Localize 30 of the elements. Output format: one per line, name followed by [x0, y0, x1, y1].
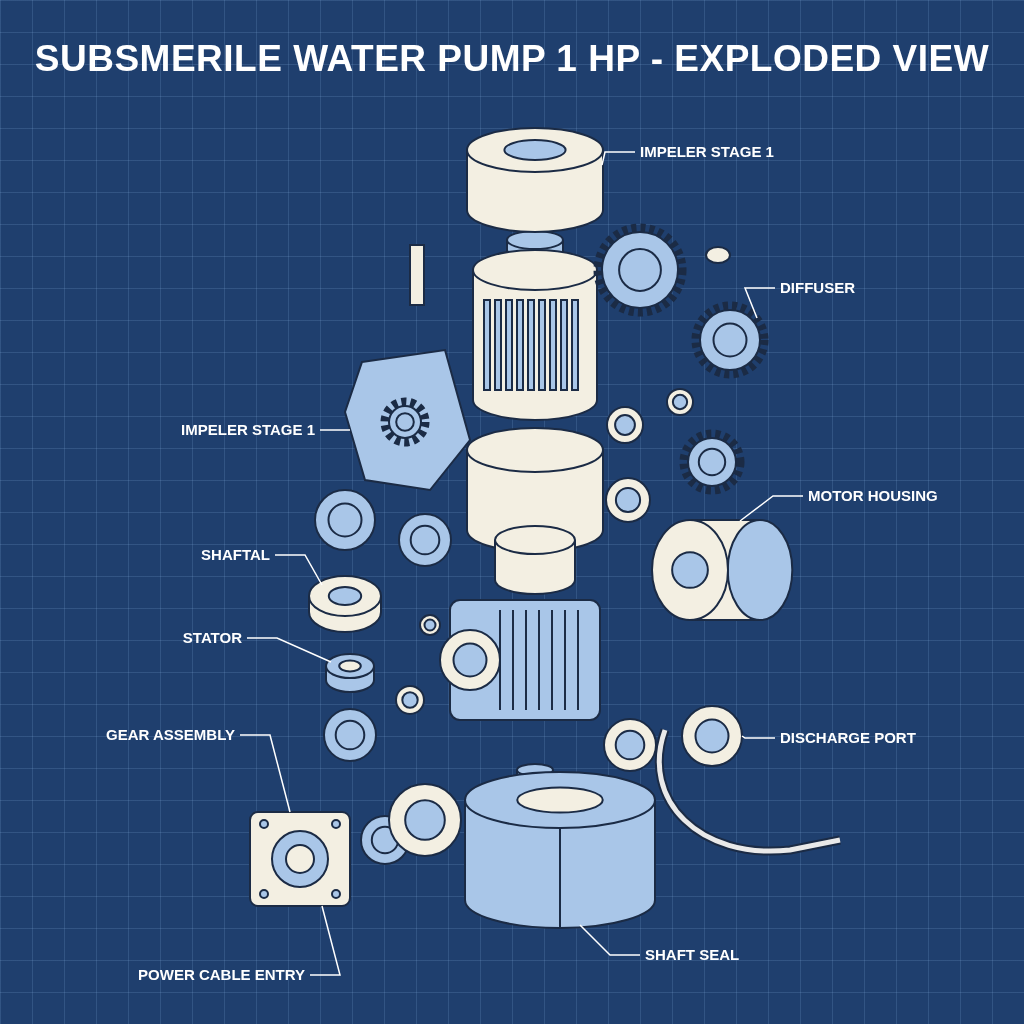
- title: SUBSMERILE WATER PUMP 1 HP - EXPLODED VIEW: [33, 38, 991, 80]
- bearing-ring-drawing: [681, 705, 743, 767]
- part-label: STATOR: [182, 629, 242, 647]
- leader-line: [309, 905, 341, 976]
- part-label: IMPELER STAGE 1: [181, 421, 315, 439]
- leader-line: [579, 924, 641, 956]
- bearing-drawing: [308, 575, 382, 633]
- leader-line: [739, 495, 804, 522]
- part-label: IMPELER STAGE 1: [640, 143, 774, 161]
- part-label: SHAFT SEAL: [645, 946, 740, 964]
- part-label: DISCHARGE PORT: [780, 729, 916, 747]
- part-label: DIFFUSER: [780, 279, 855, 297]
- leader-line: [246, 637, 332, 663]
- leader-line: [274, 554, 323, 586]
- impeller-drawing: [466, 127, 604, 233]
- stator-part-drawing: [325, 653, 375, 693]
- square-flange-drawing: [249, 811, 351, 907]
- part-label: POWER CABLE ENTRY: [138, 966, 305, 984]
- flange-plate-drawing: [343, 348, 472, 492]
- motor-housing-drawing: [651, 519, 794, 621]
- leader-line: [601, 151, 636, 166]
- leader-line: [741, 735, 776, 739]
- diffuser-gear-drawing: [691, 301, 769, 379]
- part-label: GEAR ASSEMBLY: [106, 726, 235, 744]
- leader-line: [239, 734, 291, 813]
- pump-casing-drawing: [464, 771, 656, 929]
- part-label: MOTOR HOUSING: [808, 487, 938, 505]
- leader-line: [319, 429, 351, 431]
- leader-line: [743, 287, 776, 319]
- part-label: SHAFTAL: [201, 546, 270, 564]
